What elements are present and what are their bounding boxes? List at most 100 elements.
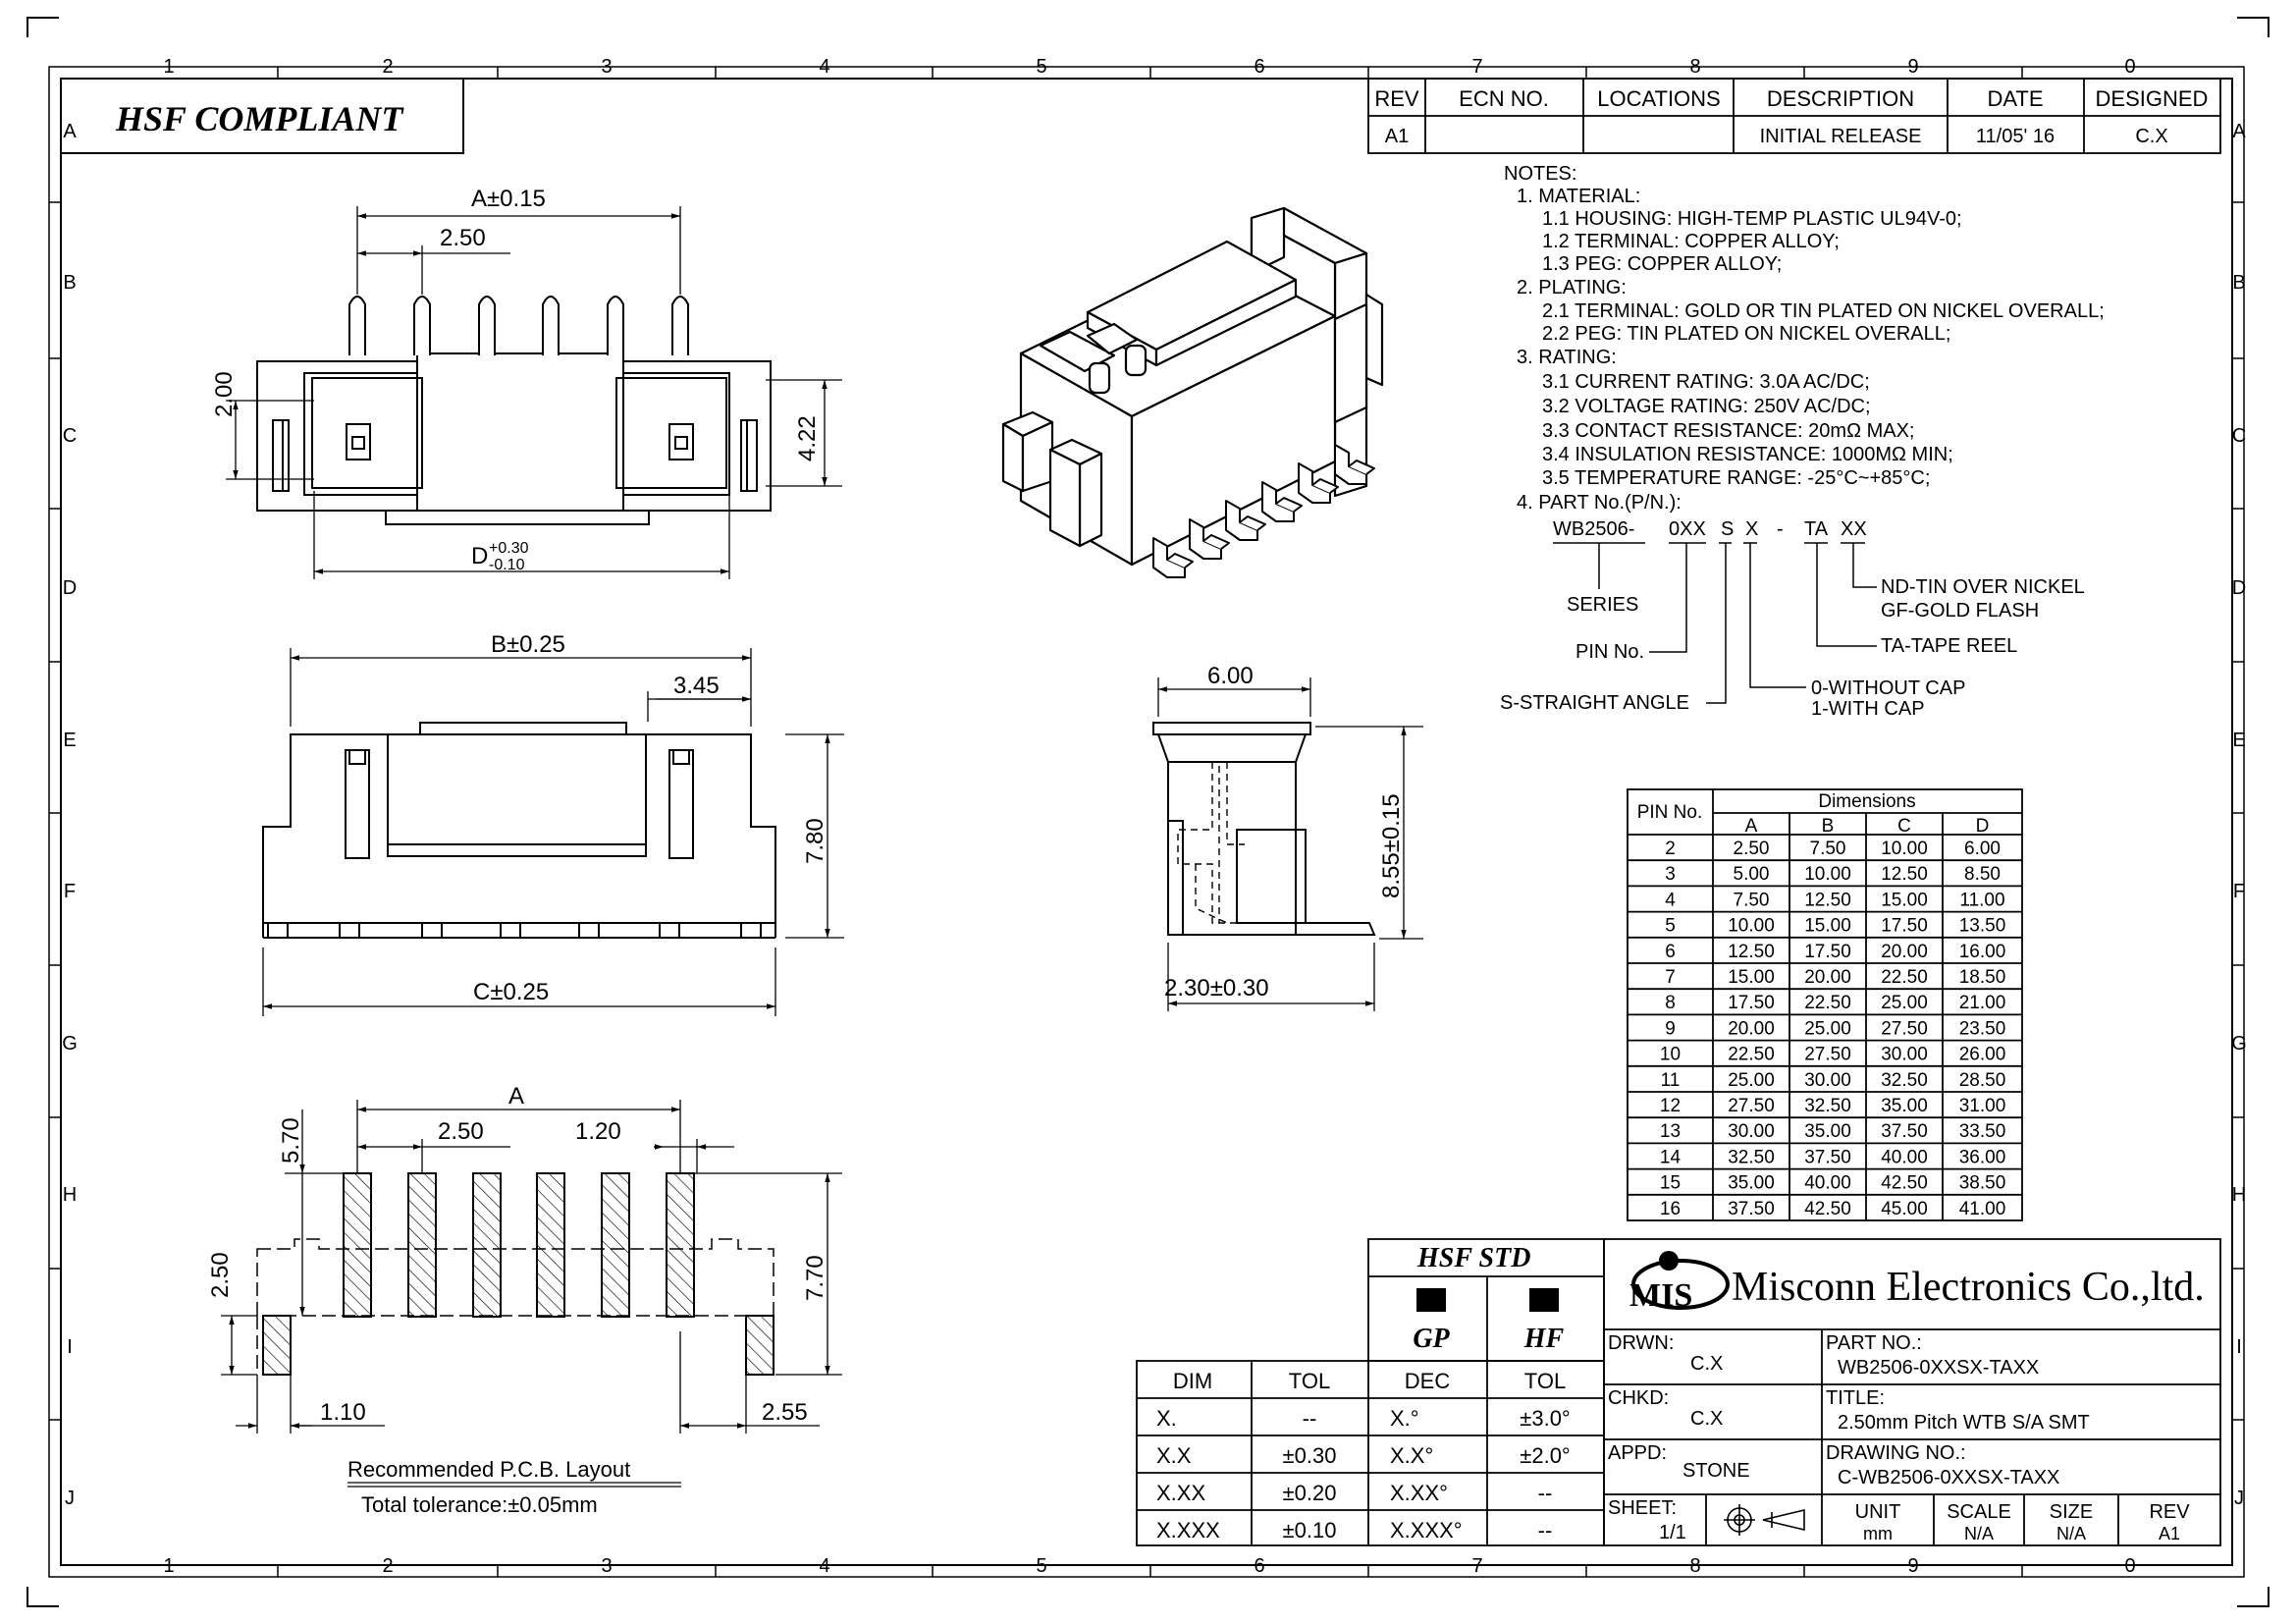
pn-plating: XX bbox=[1841, 518, 1867, 540]
isometric-smt-lead-top bbox=[1202, 534, 1230, 550]
dim-table-cell: 5.00 bbox=[1734, 864, 1770, 885]
dim-855: 8.55±0.15 bbox=[1378, 793, 1405, 898]
dim-pcb-770: 7.70 bbox=[802, 1255, 828, 1301]
dim-table-cell: 20.00 bbox=[1728, 1018, 1775, 1039]
note-line: 3. RATING: bbox=[1517, 347, 1617, 368]
note-line: 3.4 INSULATION RESISTANCE: 1000MΩ MIN; bbox=[1542, 444, 1953, 465]
hsf-std-box: HSF STD GP HF bbox=[1367, 1238, 1605, 1362]
note-line: 2.2 PEG: TIN PLATED ON NICKEL OVERALL; bbox=[1542, 323, 1950, 345]
top-view-pin bbox=[542, 296, 560, 355]
col-label: 3 bbox=[601, 1555, 612, 1577]
col-label: 5 bbox=[1036, 56, 1046, 78]
dim-table-cell: 8 bbox=[1665, 993, 1676, 1013]
isometric-smt-lead-top bbox=[1239, 515, 1266, 531]
pn-dash: - bbox=[1777, 518, 1784, 540]
isometric-smt-lead bbox=[1334, 444, 1367, 485]
front-view-foot bbox=[659, 922, 680, 939]
frame-labels: 1 2 3 4 5 6 7 8 9 0 1 2 3 4 5 6 7 8 9 0 … bbox=[62, 56, 2247, 1577]
dim-table-cell: 17.50 bbox=[1728, 993, 1775, 1013]
top-view-pin bbox=[607, 296, 624, 355]
dim-table-cell: 22.50 bbox=[1804, 993, 1851, 1013]
pcb-terminal-pad bbox=[407, 1172, 437, 1318]
col-label: 6 bbox=[1254, 1555, 1264, 1577]
appd-value: STONE bbox=[1682, 1460, 1750, 1482]
col-label: 7 bbox=[1471, 1555, 1482, 1577]
dim-table-cell: 37.50 bbox=[1728, 1199, 1775, 1219]
row-label: J bbox=[2234, 1488, 2244, 1509]
tolerance-table: DIM TOL DEC TOL X. -- X.° ±3.0° X.X ±0.3… bbox=[1136, 1360, 1605, 1546]
appd-label: APPD: bbox=[1608, 1442, 1667, 1464]
tol-cell: X.XXX bbox=[1156, 1518, 1220, 1543]
col-label: 5 bbox=[1036, 1555, 1046, 1577]
pcb-peg-pad-left bbox=[262, 1315, 292, 1376]
dim-table-pin-header: PIN No. bbox=[1637, 802, 1703, 823]
row-label: C bbox=[63, 425, 77, 447]
straight-angle-label: S-STRAIGHT ANGLE bbox=[1500, 692, 1689, 714]
dim-table-col-header: C bbox=[1897, 816, 1911, 837]
tol-cell: X.XX° bbox=[1390, 1481, 1448, 1505]
pcb-terminal-pad bbox=[601, 1172, 630, 1318]
note-line: 1.1 HOUSING: HIGH-TEMP PLASTIC UL94V-0; bbox=[1542, 208, 1962, 230]
pcb-terminal-pad bbox=[666, 1172, 695, 1318]
dim-pcb-120: 1.20 bbox=[575, 1118, 621, 1145]
dim-pcb-110: 1.10 bbox=[320, 1399, 366, 1426]
dim-table-cell: 5 bbox=[1665, 916, 1676, 937]
company-logo: MIS bbox=[1629, 1251, 1730, 1314]
side-view: 6.00 8.55±0.15 2.30±0.30 bbox=[1152, 663, 1423, 1011]
dim-table-cell: 28.50 bbox=[1959, 1070, 2006, 1091]
dim-table-cell: 11.00 bbox=[1959, 890, 2004, 910]
dim-table-cell: 15.00 bbox=[1881, 890, 1928, 910]
isometric-smt-lead bbox=[1189, 518, 1222, 560]
dim-table-cell: 33.50 bbox=[1959, 1121, 2006, 1142]
dim-table-cell: 45.00 bbox=[1881, 1199, 1928, 1219]
row-label: B bbox=[2232, 272, 2245, 294]
projection-symbol-icon bbox=[1724, 1504, 1805, 1536]
dim-table-cell: 16.00 bbox=[1959, 942, 2006, 962]
dim-table-cell: 18.50 bbox=[1959, 967, 2006, 988]
col-label: 8 bbox=[1689, 56, 1700, 78]
rev-block-value: A1 bbox=[2159, 1524, 2180, 1543]
dim-table-cell: 7.50 bbox=[1810, 839, 1846, 859]
dim-table-cell: 14 bbox=[1660, 1147, 1682, 1167]
dim-table-cell: 36.00 bbox=[1959, 1147, 2006, 1167]
dim-table-cell: 40.00 bbox=[1804, 1173, 1851, 1194]
dim-table-cell: 31.00 bbox=[1959, 1096, 2006, 1116]
tol-cell: X.° bbox=[1390, 1406, 1419, 1431]
front-view-foot bbox=[500, 922, 521, 939]
dim-table-cell: 32.50 bbox=[1881, 1070, 1928, 1091]
dim-table-cell: 8.50 bbox=[1964, 864, 2001, 885]
tol-cell: X. bbox=[1156, 1406, 1177, 1431]
front-view-foot bbox=[421, 922, 443, 939]
dim-table-cell: 6 bbox=[1665, 942, 1676, 962]
dim-table-cell: 38.50 bbox=[1959, 1173, 2006, 1194]
top-view: A±0.15 2.50 2.00 4.22 D +0.30 -0.10 bbox=[211, 186, 842, 579]
top-view-pin bbox=[413, 296, 431, 355]
date-header: DATE bbox=[1987, 86, 2043, 111]
ecn-header: ECN NO. bbox=[1459, 86, 1549, 111]
dim-table-cell: 2.50 bbox=[1734, 839, 1770, 859]
designed-value: C.X bbox=[2135, 126, 2167, 147]
series-label: SERIES bbox=[1567, 594, 1638, 616]
dim-table-cell: 2 bbox=[1665, 839, 1676, 859]
dim-table-cell: 42.50 bbox=[1881, 1173, 1928, 1194]
row-label: E bbox=[2232, 730, 2245, 751]
dim-table-col-header: A bbox=[1745, 816, 1758, 837]
tol-cell: -- bbox=[1538, 1481, 1553, 1505]
pn-cap: X bbox=[1745, 518, 1758, 540]
tol-cell: ±0.20 bbox=[1283, 1481, 1337, 1505]
dim-200: 2.00 bbox=[211, 371, 238, 417]
top-view-pins bbox=[348, 296, 689, 355]
drwn-label: DRWN: bbox=[1608, 1332, 1674, 1354]
dim-345: 3.45 bbox=[673, 673, 720, 699]
col-label: 0 bbox=[2124, 56, 2135, 78]
size-label: SIZE bbox=[2050, 1501, 2093, 1523]
scale-label: SCALE bbox=[1947, 1501, 2011, 1523]
tol-cell: X.X° bbox=[1390, 1443, 1433, 1468]
dim-table-cell: 7 bbox=[1665, 967, 1676, 988]
isometric-smt-lead-top bbox=[1166, 553, 1194, 568]
col-label: 1 bbox=[163, 1555, 174, 1577]
dim-table-cell: 21.00 bbox=[1959, 993, 2006, 1013]
drawing-no-value: C-WB2506-0XXSX-TAXX bbox=[1838, 1467, 2059, 1489]
dim-table-cell: 25.00 bbox=[1728, 1070, 1775, 1091]
